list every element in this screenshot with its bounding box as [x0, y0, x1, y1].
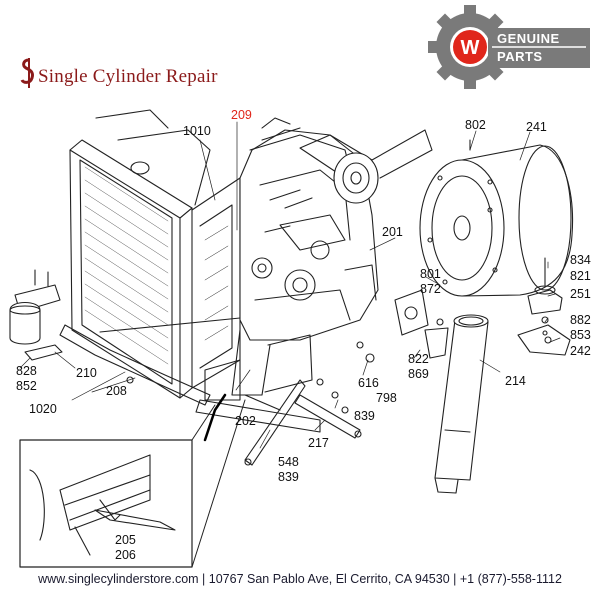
genuine-parts-text: GENUINE PARTS — [497, 32, 582, 64]
part-label-616: 616 — [358, 376, 379, 390]
brand-logo-icon — [20, 58, 34, 88]
brand-title: Single Cylinder Repair — [38, 66, 218, 87]
part-label-1020: 1020 — [29, 402, 57, 416]
part-label-206: 206 — [115, 548, 136, 562]
part-label-205: 205 — [115, 533, 136, 547]
part-label-802: 802 — [465, 118, 486, 132]
part-label-251: 251 — [570, 287, 591, 301]
part-label-882: 882 — [570, 313, 591, 327]
part-label-872: 872 — [420, 282, 441, 296]
part-label-834: 834 — [570, 253, 591, 267]
inset-detail — [19, 393, 246, 568]
flywheel-housing — [419, 139, 574, 297]
part-label-801: 801 — [420, 267, 441, 281]
part-label-217: 217 — [308, 436, 329, 450]
part-label-242: 242 — [570, 344, 591, 358]
muffler — [434, 314, 489, 494]
engine-mount — [517, 257, 571, 356]
part-label-853: 853 — [570, 328, 591, 342]
part-label-869: 869 — [408, 367, 429, 381]
footer-contact: www.singlecylinderstore.com | 10767 San … — [38, 572, 562, 586]
badge-line1: GENUINE — [497, 31, 560, 46]
part-label-798: 798 — [376, 391, 397, 405]
part-label-202: 202 — [235, 414, 256, 428]
part-label-201: 201 — [382, 225, 403, 239]
badge-line2: PARTS — [497, 49, 543, 64]
leader-lines — [19, 121, 561, 449]
fuel-filter — [9, 269, 63, 361]
exhaust-gasket — [394, 289, 449, 359]
part-label-821: 821 — [570, 269, 591, 283]
air-filter — [261, 117, 433, 204]
part-label-839-upper: 839 — [354, 409, 375, 423]
part-label-209: 209 — [231, 108, 252, 122]
part-label-852: 852 — [16, 379, 37, 393]
part-label-839-lower: 839 — [278, 470, 299, 484]
fan-shroud — [191, 177, 241, 389]
part-label-548: 548 — [278, 455, 299, 469]
part-label-1010: 1010 — [183, 124, 211, 138]
part-label-214: 214 — [505, 374, 526, 388]
part-label-210: 210 — [76, 366, 97, 380]
radiator — [69, 109, 211, 399]
support-arms — [244, 379, 362, 466]
part-label-822: 822 — [408, 352, 429, 366]
part-label-208: 208 — [106, 384, 127, 398]
part-label-828: 828 — [16, 364, 37, 378]
base-rails — [59, 317, 321, 433]
part-label-241: 241 — [526, 120, 547, 134]
fasteners — [126, 316, 549, 414]
